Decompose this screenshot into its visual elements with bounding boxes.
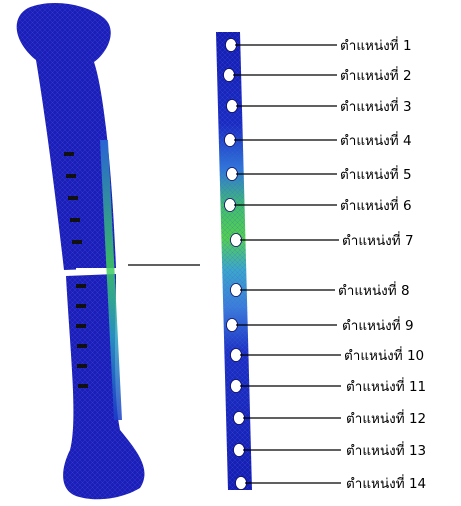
- femur-bone: [17, 3, 145, 499]
- plate-hole-10: [231, 349, 242, 362]
- position-label-6: ตำแหน่งที่ 6: [340, 196, 412, 214]
- position-label-3: ตำแหน่งที่ 3: [340, 97, 412, 115]
- plate-hole-8: [231, 284, 242, 297]
- position-label-12: ตำแหน่งที่ 12: [346, 409, 426, 427]
- plate-hole-2: [224, 69, 235, 82]
- plate-hole-4: [225, 134, 236, 147]
- position-label-14: ตำแหน่งที่ 14: [346, 474, 426, 492]
- plate-hole-7: [231, 234, 242, 247]
- plate-hole-12: [234, 412, 245, 425]
- plate-hole-9: [227, 319, 238, 332]
- plate-hole-1: [226, 39, 237, 52]
- position-labels: ตำแหน่งที่ 1 ตำแหน่งที่ 2 ตำแหน่งที่ 3 ตำแห…: [338, 36, 426, 492]
- plate-hole-3: [227, 100, 238, 113]
- position-label-4: ตำแหน่งที่ 4: [340, 131, 412, 149]
- plate-hole-14: [236, 477, 247, 490]
- position-label-2: ตำแหน่งที่ 2: [340, 66, 412, 84]
- position-label-10: ตำแหน่งที่ 10: [344, 346, 424, 364]
- position-label-11: ตำแหน่งที่ 11: [346, 377, 426, 395]
- plate-hole-6: [225, 199, 236, 212]
- plate-hole-11: [231, 380, 242, 393]
- position-label-7: ตำแหน่งที่ 7: [342, 231, 414, 249]
- position-label-8: ตำแหน่งที่ 8: [338, 281, 410, 299]
- plate-hole-13: [234, 444, 245, 457]
- position-label-13: ตำแหน่งที่ 13: [346, 441, 426, 459]
- position-label-1: ตำแหน่งที่ 1: [340, 36, 412, 54]
- position-label-5: ตำแหน่งที่ 5: [340, 165, 412, 183]
- plate-hole-5: [227, 168, 238, 181]
- position-label-9: ตำแหน่งที่ 9: [342, 316, 414, 334]
